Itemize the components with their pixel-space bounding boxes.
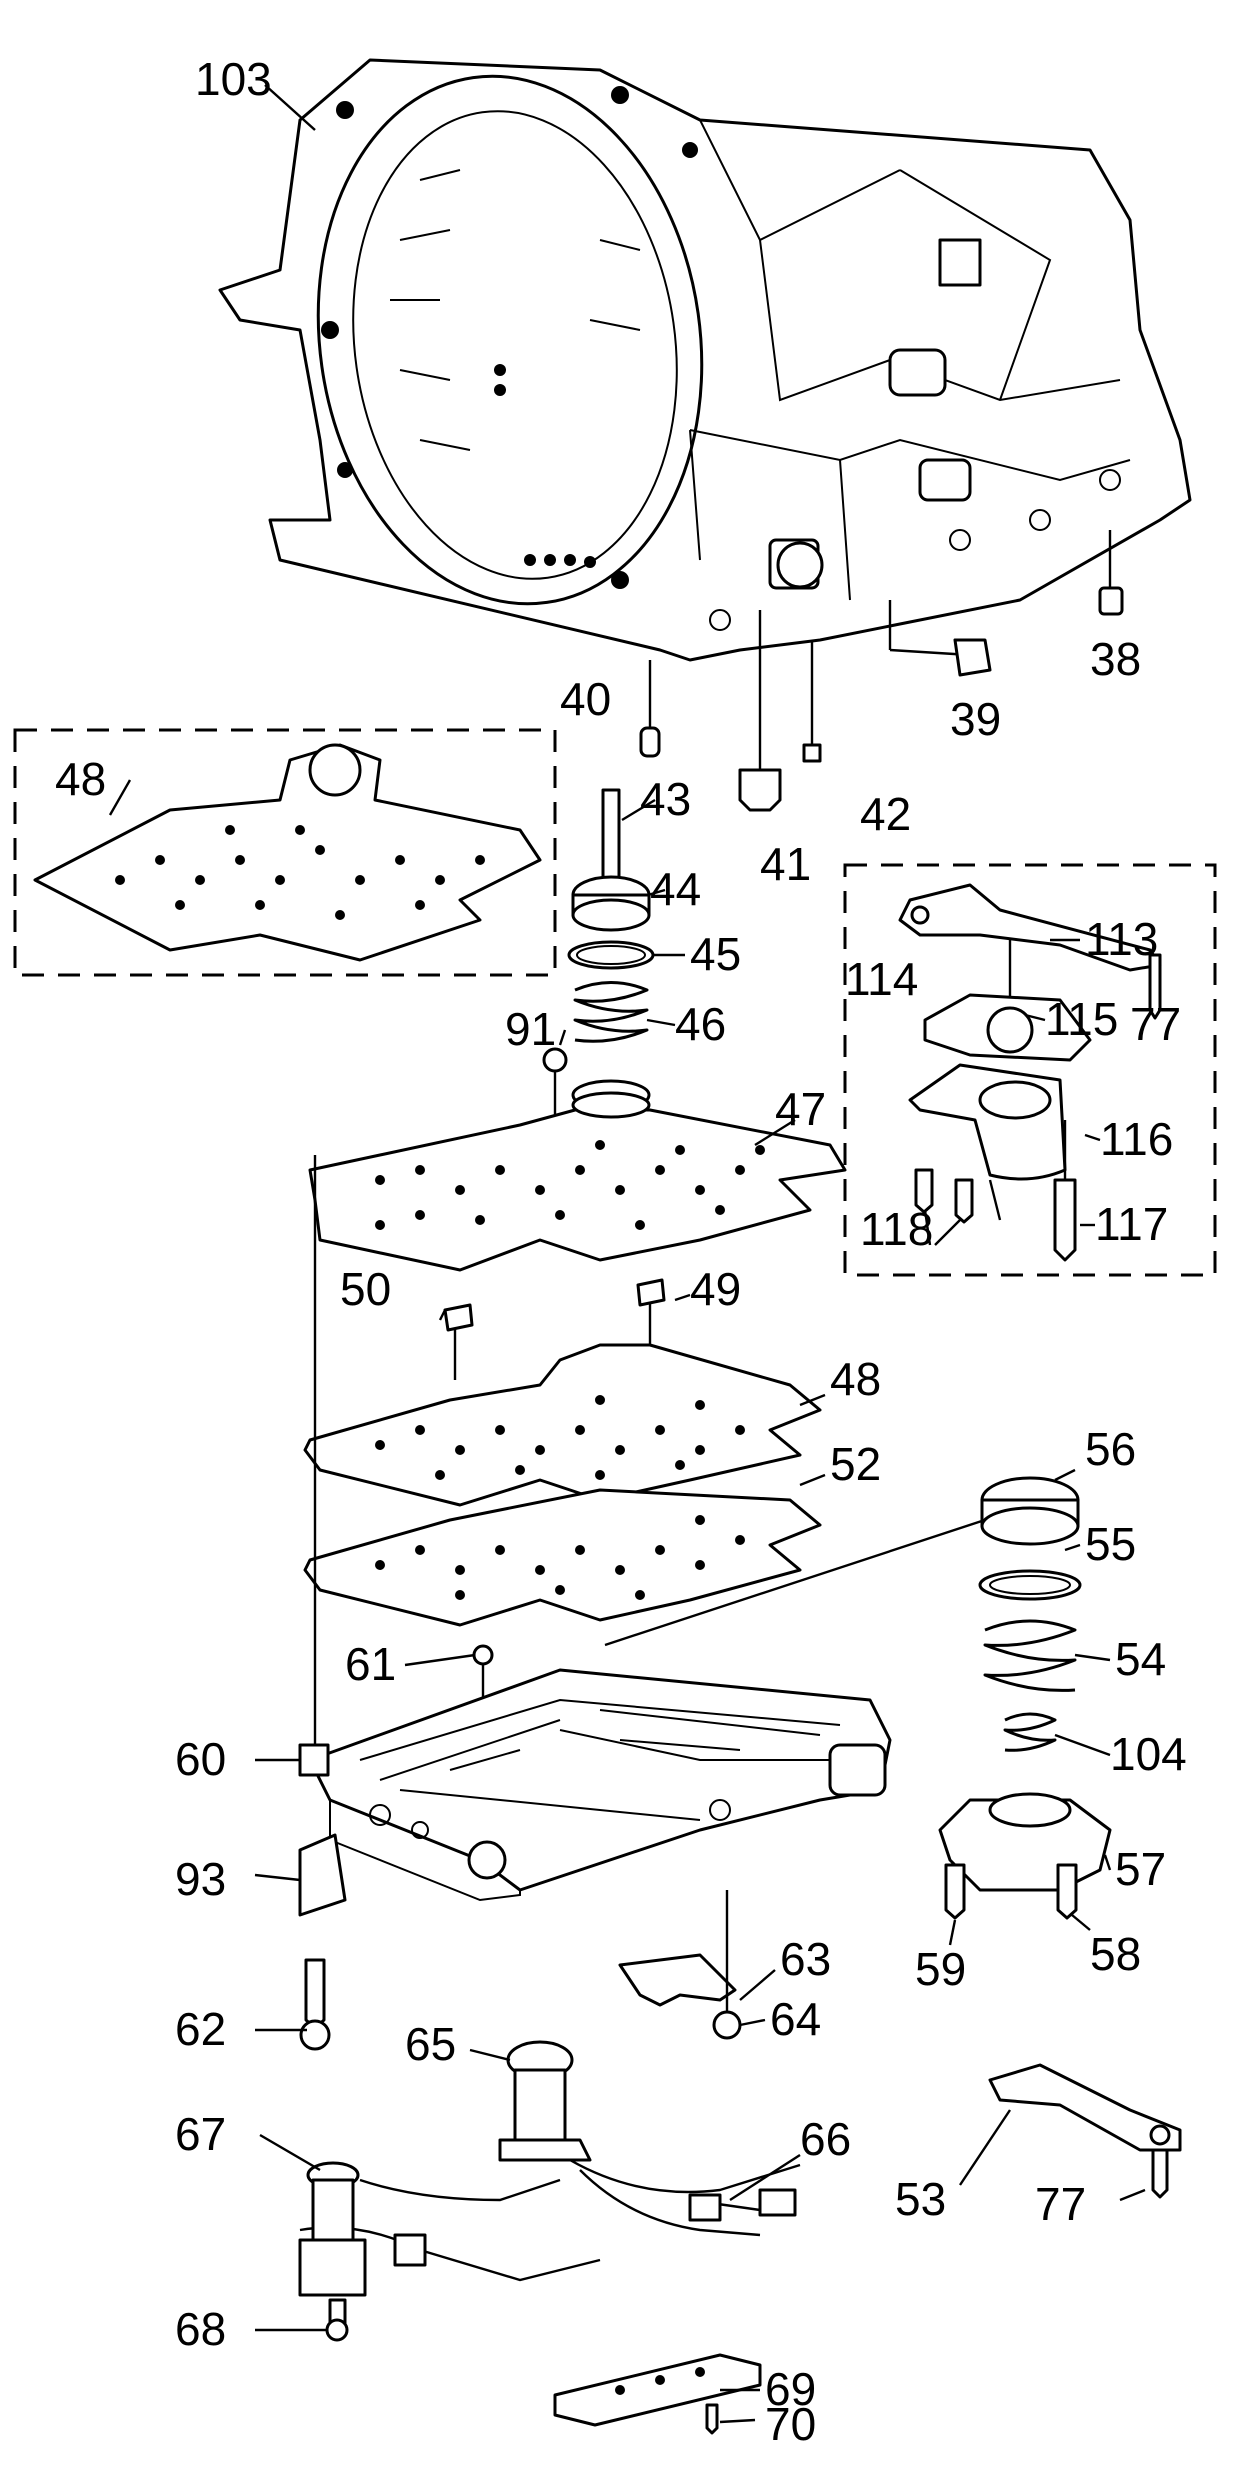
- callout-50: 50: [340, 1263, 391, 1315]
- callout-103: 103: [195, 53, 272, 105]
- callout-67: 67: [175, 2108, 226, 2160]
- callout-113: 113: [1085, 913, 1158, 965]
- callout-48-top: 48: [55, 753, 106, 805]
- callout-118: 118: [860, 1203, 933, 1255]
- callout-64: 64: [770, 1993, 821, 2045]
- callout-39: 39: [950, 693, 1001, 745]
- callout-58: 58: [1090, 1928, 1141, 1980]
- detail-parts-113-118: [898, 883, 1162, 1262]
- callout-91: 91: [505, 1003, 556, 1055]
- case-fasteners: [639, 530, 1124, 812]
- callout-47: 47: [775, 1083, 826, 1135]
- callout-77-bottom: 77: [1035, 2178, 1086, 2230]
- callout-54: 54: [1115, 1633, 1166, 1685]
- callout-38: 38: [1090, 633, 1141, 685]
- accumulator-stack-left: [542, 788, 655, 1115]
- callout-63: 63: [780, 1933, 831, 1985]
- callout-68: 68: [175, 2303, 226, 2355]
- callout-70: 70: [765, 2398, 816, 2450]
- detail-box-113-118: [843, 863, 1217, 1277]
- callout-57: 57: [1115, 1843, 1166, 1895]
- callout-40: 40: [560, 673, 611, 725]
- callout-77-top: 77: [1130, 998, 1181, 1050]
- callout-41: 41: [760, 838, 811, 890]
- callout-45: 45: [690, 928, 741, 980]
- gasket-52: [303, 1488, 822, 1627]
- separator-plate-48-top: [33, 743, 542, 962]
- callout-44: 44: [650, 863, 701, 915]
- callout-116: 116: [1100, 1113, 1173, 1165]
- leader-lines: [108, 84, 1146, 2424]
- callout-117: 117: [1095, 1198, 1168, 1250]
- callout-56: 56: [1085, 1423, 1136, 1475]
- callout-65: 65: [405, 2018, 456, 2070]
- control-valve-body: [298, 1155, 892, 1902]
- callout-46: 46: [675, 998, 726, 1050]
- callout-53: 53: [895, 2173, 946, 2225]
- separator-plate-dashed-box: [13, 728, 557, 977]
- accumulator-stack-right: [604, 1476, 1112, 1920]
- spacer-plate-47: [308, 1091, 847, 1272]
- transmission-case: [218, 58, 1192, 662]
- lower-parts: [298, 1833, 1182, 2435]
- callout-labels: 103 38 39 40 41 42 43 44 45 46 47 48 48 …: [55, 53, 1187, 2450]
- callout-114: 114: [845, 953, 918, 1005]
- callout-59: 59: [915, 1943, 966, 1995]
- callout-48-middle: 48: [830, 1353, 881, 1405]
- callout-60: 60: [175, 1733, 226, 1785]
- callout-42: 42: [860, 788, 911, 840]
- callout-104: 104: [1110, 1728, 1187, 1780]
- callout-93: 93: [175, 1853, 226, 1905]
- callout-115: 115: [1045, 993, 1118, 1045]
- separator-plate-48-middle: [303, 1278, 822, 1507]
- callout-43: 43: [640, 773, 691, 825]
- callout-62: 62: [175, 2003, 226, 2055]
- callout-61: 61: [345, 1638, 396, 1690]
- callout-52: 52: [830, 1438, 881, 1490]
- callout-55: 55: [1085, 1518, 1136, 1570]
- callout-49: 49: [690, 1263, 741, 1315]
- callout-69: 69: [765, 2363, 816, 2415]
- callout-66: 66: [800, 2113, 851, 2165]
